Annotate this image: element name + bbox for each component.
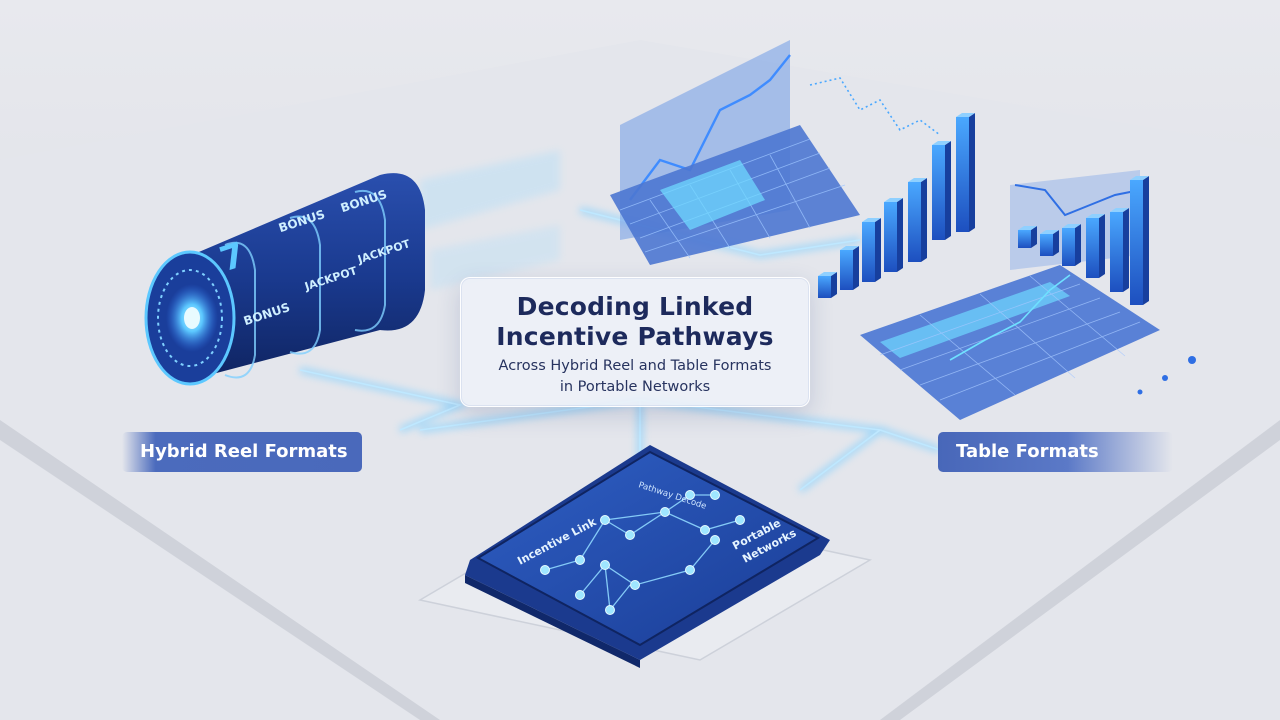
- right-trend-line: [949, 274, 1071, 361]
- title-card: Decoding Linked Incentive Pathways Acros…: [460, 277, 810, 407]
- tablet-node-11: [710, 535, 720, 545]
- bar-right-1: [1018, 226, 1037, 248]
- bar-right-4: [1086, 214, 1105, 278]
- tablet-screen: [475, 450, 821, 647]
- label-hybrid-reel-formats: Hybrid Reel Formats: [122, 432, 362, 472]
- subtitle-line-1: Across Hybrid Reel and Table Formats: [498, 358, 772, 374]
- reel-end-dots: [157, 269, 223, 367]
- tablet-side: [465, 575, 640, 668]
- bar-main-6: [932, 141, 951, 240]
- tablet-node-4: [660, 507, 670, 517]
- tablet-node-5: [700, 525, 710, 535]
- tablet-node-13: [685, 490, 695, 500]
- link-main: [419, 399, 883, 491]
- reel-core: [184, 307, 200, 329]
- label-table-formats: Table Formats: [938, 432, 1173, 472]
- bar-right-6: [1130, 176, 1149, 305]
- platform-edge-right: [880, 420, 1280, 720]
- right-table: [860, 170, 1196, 420]
- tablet-node-15: [605, 605, 615, 615]
- bar-right-2: [1040, 230, 1059, 256]
- reel-body: [180, 173, 425, 380]
- data-table-icon: [610, 40, 860, 265]
- tablet-node-12: [625, 530, 635, 540]
- reel-divider-2: [289, 215, 321, 355]
- bar-main-3: [862, 218, 881, 282]
- reel-motion-trail: [420, 150, 560, 230]
- tablet-node-9: [630, 580, 640, 590]
- bar-main-5: [908, 178, 927, 262]
- bar-main-2: [840, 246, 859, 290]
- bar-main-4: [884, 198, 903, 272]
- deco-dot-2: [1162, 375, 1168, 381]
- title-line-1: Decoding Linked: [516, 292, 754, 321]
- tablet-icon: Incentive Link Pathway Decode Portable N…: [465, 445, 830, 668]
- tablet-node-3: [600, 515, 610, 525]
- tablet-node-1: [540, 565, 550, 575]
- reel-divider-3: [354, 189, 386, 332]
- subtitle-line-2: in Portable Networks: [559, 379, 711, 395]
- trend-line: [809, 77, 941, 136]
- bar-right-5: [1110, 208, 1129, 292]
- right-table-highlight: [880, 282, 1070, 358]
- link-table-label: [879, 429, 941, 451]
- bar-chart-icon: [809, 77, 975, 298]
- platform-edge-left: [0, 420, 440, 720]
- tablet-node-10: [685, 565, 695, 575]
- title-line-2: Incentive Pathways: [496, 322, 774, 351]
- reel-motion-trail-2: [430, 225, 560, 290]
- deco-dot-3: [1137, 389, 1143, 395]
- bar-main-7: [956, 113, 975, 232]
- link-reel: [299, 369, 463, 431]
- tablet-node-7: [575, 590, 585, 600]
- slot-reel-icon: BONUS JACKPOT BONUS JACKPOT BONUS 7: [144, 150, 560, 386]
- area-chart-line: [1014, 184, 1141, 217]
- table-highlight: [660, 160, 765, 230]
- tablet-node-2: [575, 555, 585, 565]
- deco-dot-1: [1188, 356, 1196, 364]
- tablet-node-14: [710, 490, 720, 500]
- bar-right-3: [1062, 224, 1081, 266]
- bar-main-1: [818, 272, 837, 298]
- reel-divider-1: [224, 241, 256, 379]
- line-chart-icon: [629, 54, 791, 201]
- tablet-node-8: [600, 560, 610, 570]
- tablet-node-6: [735, 515, 745, 525]
